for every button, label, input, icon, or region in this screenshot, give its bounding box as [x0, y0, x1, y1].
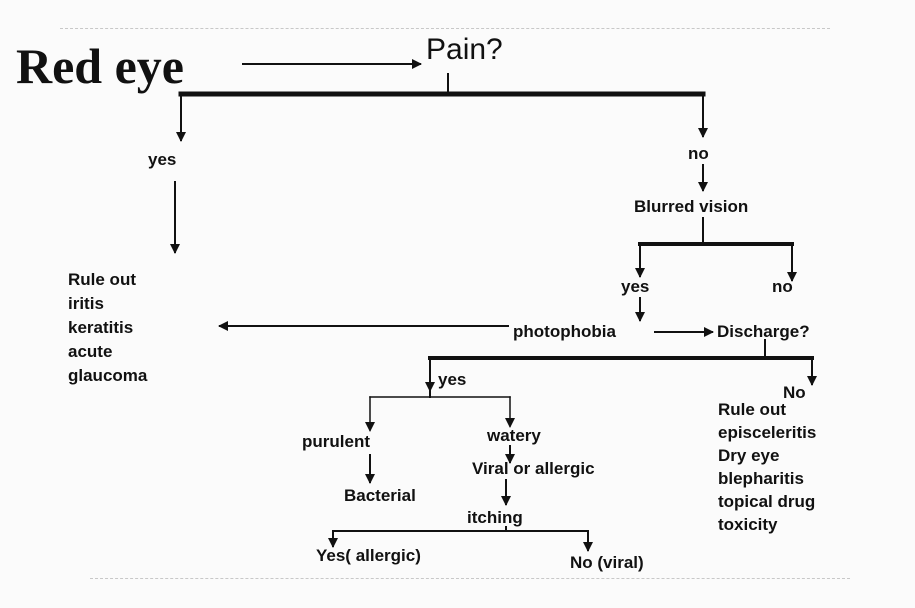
no-discharge-line: episceleritis [718, 423, 817, 442]
node-itching: itching [467, 508, 523, 527]
rule-out-list: Rule out iritis keratitis acute glaucoma [68, 268, 147, 388]
node-watery: watery [487, 426, 541, 445]
node-photophobia: photophobia [513, 322, 616, 341]
node-blurred-yes: yes [621, 277, 650, 296]
node-blurred-vision: Blurred vision [634, 197, 749, 216]
node-discharge-no: No [783, 383, 806, 402]
node-discharge-yes: yes [438, 370, 467, 389]
diagram-title: Red eye [16, 38, 184, 94]
node-bacterial: Bacterial [344, 486, 416, 505]
bottom-divider [90, 578, 850, 579]
node-itch-no: No (viral) [570, 553, 644, 572]
no-discharge-line: Rule out [718, 400, 786, 419]
node-yes: yes [148, 150, 177, 169]
node-no: no [688, 144, 709, 163]
no-discharge-line: blepharitis [718, 469, 804, 488]
rule-out-line: iritis [68, 294, 104, 313]
rule-out-line: acute [68, 342, 113, 361]
node-blurred-no: no [772, 277, 793, 296]
rule-out-line: glaucoma [68, 366, 148, 385]
node-purulent: purulent [302, 432, 370, 451]
node-itch-yes: Yes( allergic) [316, 546, 421, 565]
pain-question: Pain? [426, 33, 503, 66]
rule-out-line: Rule out [68, 270, 136, 289]
rule-out-line: keratitis [68, 318, 134, 337]
node-discharge: Discharge? [717, 322, 810, 341]
no-discharge-line: toxicity [718, 515, 778, 534]
top-divider [60, 28, 830, 29]
no-discharge-line: Dry eye [718, 446, 780, 465]
node-viral-or-allergic: Viral or allergic [472, 459, 595, 478]
no-discharge-line: topical drug [718, 492, 816, 511]
no-discharge-list: Rule out episceleritis Dry eye blepharit… [718, 398, 816, 536]
